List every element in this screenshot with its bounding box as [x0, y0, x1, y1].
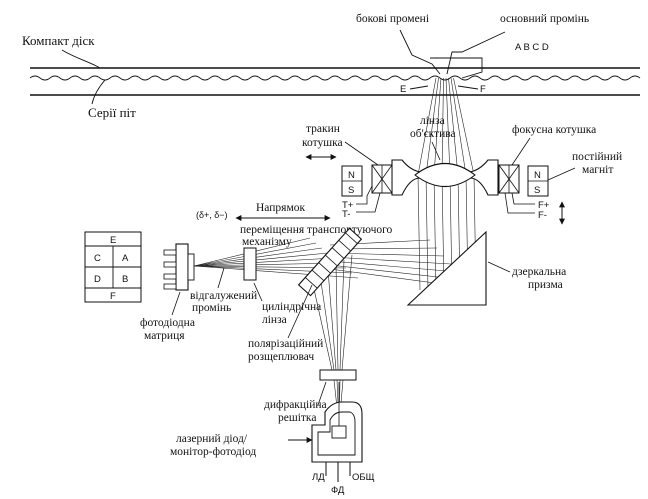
pit-series-leader [91, 79, 106, 105]
laser-diode-label-1: лазерний діод/ [176, 433, 248, 445]
main-beam-leader [446, 31, 506, 75]
cell-c: C [94, 253, 101, 264]
diffraction-grating [319, 369, 357, 381]
magnet-left-n: N [348, 170, 355, 181]
objective-lens-label-2: об'єктива [410, 128, 456, 140]
cell-b: B [122, 274, 128, 285]
magnet-left [341, 165, 363, 197]
polarizing-splitter-label-1: полярізаційний [248, 338, 323, 350]
mirror-prism-leader [487, 261, 511, 273]
branched-beam-leader [217, 267, 225, 289]
t-minus-label: T- [342, 209, 350, 220]
laser-diode [311, 382, 363, 482]
mirror-prism-label-1: дзеркальна [512, 266, 566, 278]
tracking-coil-leader [344, 141, 379, 166]
diffraction-grating-label-1: дифракційна [264, 399, 327, 411]
pin-ld-label: ЛД [312, 472, 325, 483]
magnet-right-s: S [534, 185, 540, 196]
direction-label: Напрямок [256, 202, 305, 214]
photodiode-matrix-leader [171, 291, 181, 316]
branched-beam-label-1: відгалужений [190, 290, 257, 302]
main-beam-label: основний промінь [500, 13, 589, 25]
permanent-magnet-label-1: постійний [572, 151, 622, 163]
t-minus-wire [356, 192, 381, 213]
objective-lens-leader [431, 141, 441, 161]
track-bracket [430, 57, 483, 79]
cell-a: A [122, 253, 129, 264]
magnet-right [527, 165, 549, 197]
objective-lens [414, 163, 476, 187]
cylindrical-lens-leader [253, 282, 263, 302]
cylindrical-lens-label-1: циліндрічна [262, 301, 321, 313]
cell-e: E [110, 235, 116, 246]
pin-fd-label: ФД [331, 485, 345, 496]
abcd-label: A B C D [515, 42, 549, 53]
permanent-magnet-leader [547, 167, 576, 181]
photodiode-chip [163, 243, 195, 291]
photodiode-matrix-label-1: фотодіодна [140, 317, 195, 329]
compact-disc [29, 67, 641, 96]
focus-coil-label: фокусна котушка [512, 124, 596, 136]
cell-d: D [94, 274, 101, 285]
spot-f-leader [457, 85, 479, 90]
side-beams-label: бокові промені [356, 13, 429, 25]
focus-coil-leader [511, 137, 531, 166]
transport-move-label-2: механізму [242, 236, 292, 248]
mirror-prism-label-2: призма [528, 279, 563, 291]
side-beams-leader [399, 29, 441, 75]
spot-e-label: E [400, 84, 406, 95]
diffraction-grating-label-2: решітка [278, 412, 316, 424]
polarizing-splitter-label-2: розщеплювач [248, 351, 314, 363]
branched-beam-label-2: промінь [192, 302, 231, 314]
delta-label: (δ+, δ−) [196, 210, 228, 220]
polarizing-splitter [297, 227, 363, 297]
tracking-coil-left [371, 164, 393, 194]
t-plus-wire [356, 185, 373, 205]
t-plus-label: T+ [342, 200, 354, 211]
spot-e-leader [409, 85, 429, 90]
spot-f-label: F [480, 84, 486, 95]
cell-f: F [110, 291, 116, 302]
cylindrical-lens [243, 247, 257, 281]
mirror-prism [406, 230, 487, 306]
magnet-left-s: S [348, 185, 354, 196]
tracking-coil-label-1: тракин [306, 123, 340, 135]
magnet-right-n: N [534, 170, 541, 181]
pit-track [29, 75, 641, 81]
compact-disc-leader [61, 49, 101, 69]
f-plus-label: F+ [538, 200, 550, 211]
cylindrical-lens-label-2: лінза [262, 314, 287, 326]
objective-lens-assembly [391, 159, 499, 196]
f-plus-wire [511, 192, 535, 205]
laser-diode-label-2: монітор-фотодіод [170, 446, 256, 458]
permanent-magnet-label-2: магніт [582, 164, 613, 176]
f-minus-wire [504, 192, 535, 214]
compact-disc-label: Компакт діск [22, 33, 95, 48]
objective-lens-label-1: лінза [420, 115, 445, 127]
diffraction-grating-leader [317, 381, 327, 406]
photodiode-matrix-label-2: матриця [144, 330, 185, 342]
transport-move-label-1: переміщення транспортуючого [240, 224, 393, 236]
focus-coil-right [498, 164, 520, 194]
pit-series-label: Серії піт [88, 105, 136, 120]
f-minus-label: F- [538, 210, 547, 221]
tracking-coil-label-2: котушка [302, 137, 343, 149]
polarizing-splitter-leader [287, 284, 313, 339]
photodiode-grid [84, 231, 142, 303]
pin-common-label: ОБЩ [352, 472, 375, 483]
